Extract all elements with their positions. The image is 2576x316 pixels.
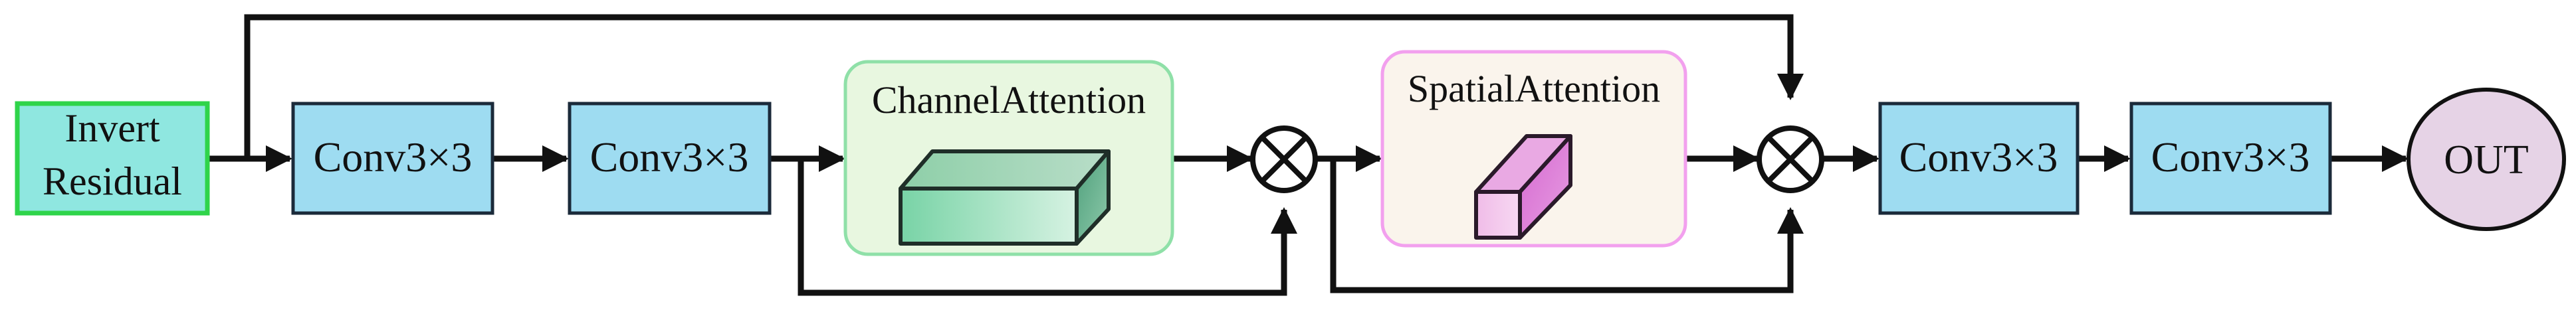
conv4-label: Conv3×3	[2151, 133, 2310, 181]
conv2-block: Conv3×3	[568, 102, 772, 215]
pink-cube-icon	[1474, 134, 1572, 240]
conv4-block: Conv3×3	[2129, 102, 2332, 215]
branch-multiply-1-to-multiply-2	[1330, 159, 1804, 293]
skip-connection-to-multiply-2	[244, 14, 1804, 159]
input-block-label-line2: Residual	[43, 159, 182, 203]
spatial-attention-label: SpatialAttention	[1408, 67, 1660, 110]
conv2-label: Conv3×3	[590, 133, 749, 181]
input-block-label-line1: Invert	[64, 106, 160, 150]
conv4-box	[2129, 102, 2332, 215]
conv1-label: Conv3×3	[314, 133, 473, 181]
conv3-box	[1878, 102, 2080, 215]
conv3-label: Conv3×3	[1899, 133, 2058, 181]
output-label: OUT	[2444, 137, 2528, 183]
channel-attention-label: ChannelAttention	[872, 78, 1146, 121]
input-block-box	[15, 101, 210, 216]
conv2-box	[568, 102, 772, 215]
channel-attention-module: ChannelAttention	[843, 60, 1174, 256]
conv1-box	[291, 102, 494, 215]
output-ellipse	[2407, 88, 2566, 231]
conv1-block: Conv3×3	[291, 102, 494, 215]
spatial-attention-module: SpatialAttention	[1380, 50, 1687, 248]
conv3-block: Conv3×3	[1878, 102, 2080, 215]
connectors	[207, 14, 2409, 296]
input-block: Invert Residual	[15, 101, 210, 216]
output-node: OUT	[2407, 88, 2566, 231]
circled-times-icon	[1250, 125, 1318, 193]
circled-times-icon	[1757, 125, 1824, 193]
branch-conv2-to-multiply-1	[798, 159, 1297, 296]
green-cuboid-icon	[899, 149, 1111, 246]
